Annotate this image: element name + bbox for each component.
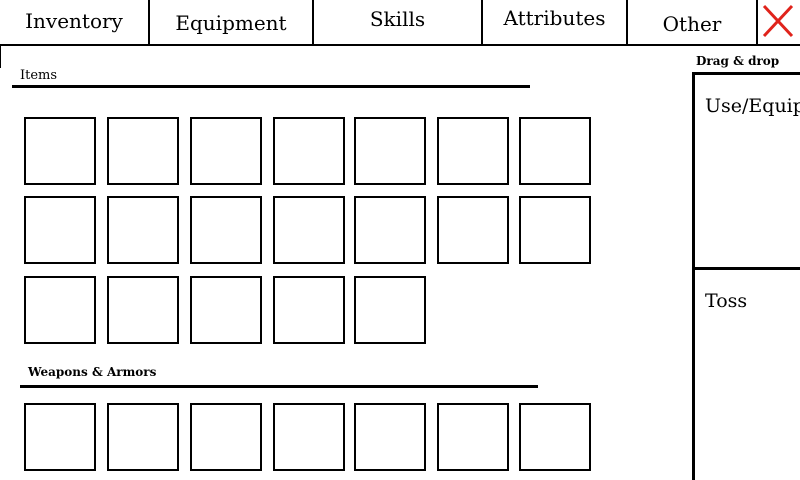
tab-inventory-label: Inventory [25, 9, 123, 33]
item-slot[interactable] [24, 117, 96, 185]
close-button[interactable] [756, 0, 800, 46]
use-equip-label: Use/Equip [705, 95, 800, 117]
items-section-rule [12, 85, 530, 88]
item-slot[interactable] [354, 196, 426, 264]
tab-attributes-label: Attributes [503, 6, 606, 30]
item-slot[interactable] [437, 196, 509, 264]
tab-other[interactable]: Other [628, 0, 756, 46]
tab-inventory[interactable]: Inventory [0, 0, 150, 46]
item-slot[interactable] [437, 117, 509, 185]
toss-label: Toss [705, 290, 748, 312]
weapon-slot[interactable] [437, 403, 509, 471]
weapon-slot[interactable] [273, 403, 345, 471]
tab-skills-label: Skills [369, 7, 426, 31]
weapon-slot[interactable] [354, 403, 426, 471]
tab-skills[interactable]: Skills [314, 0, 483, 46]
item-slot[interactable] [107, 117, 179, 185]
tab-other-label: Other [662, 12, 722, 36]
drag-drop-label: Drag & drop [696, 54, 780, 68]
item-slot[interactable] [190, 117, 262, 185]
item-slot[interactable] [354, 276, 426, 344]
weapons-section-rule [20, 385, 538, 388]
close-x-icon [762, 4, 794, 38]
item-slot[interactable] [519, 196, 591, 264]
weapon-slot[interactable] [107, 403, 179, 471]
tab-attributes[interactable]: Attributes [483, 0, 628, 46]
tab-equipment-label: Equipment [175, 11, 287, 35]
divider-tick [0, 46, 1, 68]
tab-equipment[interactable]: Equipment [150, 0, 314, 46]
item-slot[interactable] [107, 196, 179, 264]
weapons-section-label: Weapons & Armors [28, 365, 157, 379]
item-slot[interactable] [273, 276, 345, 344]
item-slot[interactable] [273, 196, 345, 264]
weapon-slot[interactable] [519, 403, 591, 471]
items-section-label: Items [20, 68, 58, 83]
tab-bar: Inventory Equipment Skills Attributes Ot… [0, 0, 800, 46]
use-equip-zone[interactable]: Use/Equip [692, 72, 800, 270]
item-slot[interactable] [190, 196, 262, 264]
toss-zone[interactable]: Toss [692, 267, 800, 480]
item-slot[interactable] [273, 117, 345, 185]
item-slot[interactable] [107, 276, 179, 344]
weapon-slot[interactable] [24, 403, 96, 471]
item-slot[interactable] [519, 117, 591, 185]
item-slot[interactable] [354, 117, 426, 185]
item-slot[interactable] [24, 196, 96, 264]
weapon-slot[interactable] [190, 403, 262, 471]
item-slot[interactable] [190, 276, 262, 344]
item-slot[interactable] [24, 276, 96, 344]
